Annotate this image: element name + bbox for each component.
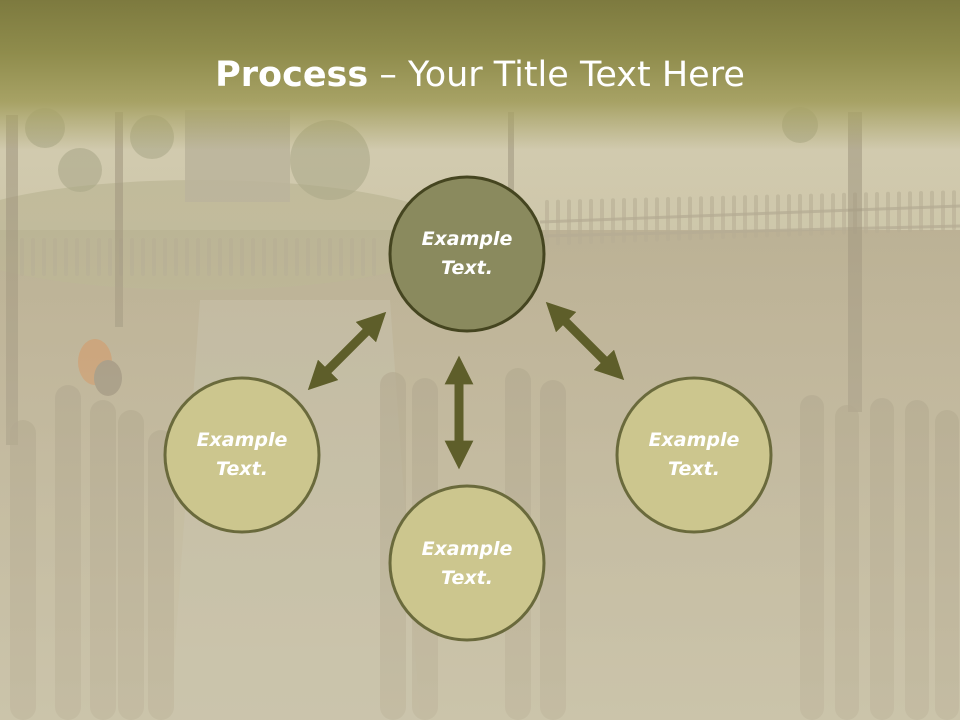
node-right-label: Example Text. bbox=[648, 429, 740, 480]
node-left-label: Example Text. bbox=[196, 429, 288, 480]
node-bottom-label: Example Text. bbox=[421, 538, 513, 589]
node-top-label: Example Text. bbox=[421, 228, 513, 279]
title-rest: – Your Title Text Here bbox=[368, 55, 745, 95]
double-arrow-icon bbox=[545, 301, 625, 381]
node-right-circle bbox=[615, 376, 773, 534]
title-bold: Process bbox=[215, 55, 369, 95]
double-arrow-icon bbox=[307, 311, 387, 391]
node-bottom-circle bbox=[388, 484, 546, 642]
title-banner bbox=[0, 0, 960, 150]
slide-title: Process – Your Title Text Here bbox=[0, 52, 960, 98]
node-top-circle bbox=[388, 175, 546, 333]
node-left-circle bbox=[163, 376, 321, 534]
